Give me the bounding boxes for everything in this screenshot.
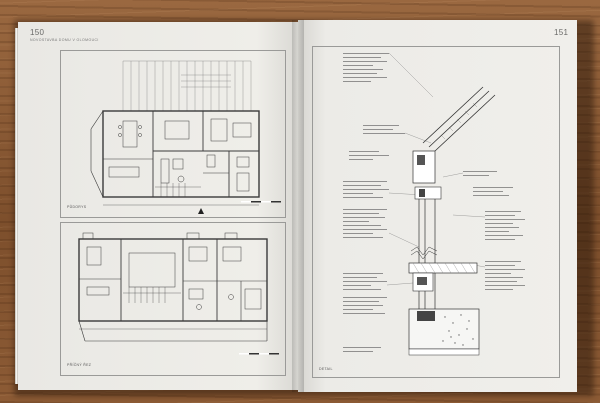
book-gutter	[292, 20, 304, 392]
construction-detail-drawing	[343, 52, 525, 356]
left-page: 150 NOVOSTAVBA DOMU V OLOMOUCI	[18, 22, 299, 390]
section-plan-label: PŘÍČNÝ ŘEZ	[67, 363, 92, 367]
floor-plan-drawing	[90, 60, 281, 214]
construction-detail-sheet: DETAIL	[312, 46, 560, 378]
right-page: 151	[298, 20, 577, 392]
left-running-header: NOVOSTAVBA DOMU V OLOMOUCI	[30, 38, 99, 42]
left-page-number: 150	[30, 28, 45, 37]
section-plan-drawing	[78, 232, 279, 355]
detail-label: DETAIL	[319, 367, 333, 371]
right-page-number: 151	[554, 28, 569, 37]
section-plan-sheet: PŘÍČNÝ ŘEZ	[60, 222, 286, 376]
floor-plan-sheet: PŮDORYS	[60, 50, 286, 218]
floor-plan-label: PŮDORYS	[67, 205, 87, 209]
